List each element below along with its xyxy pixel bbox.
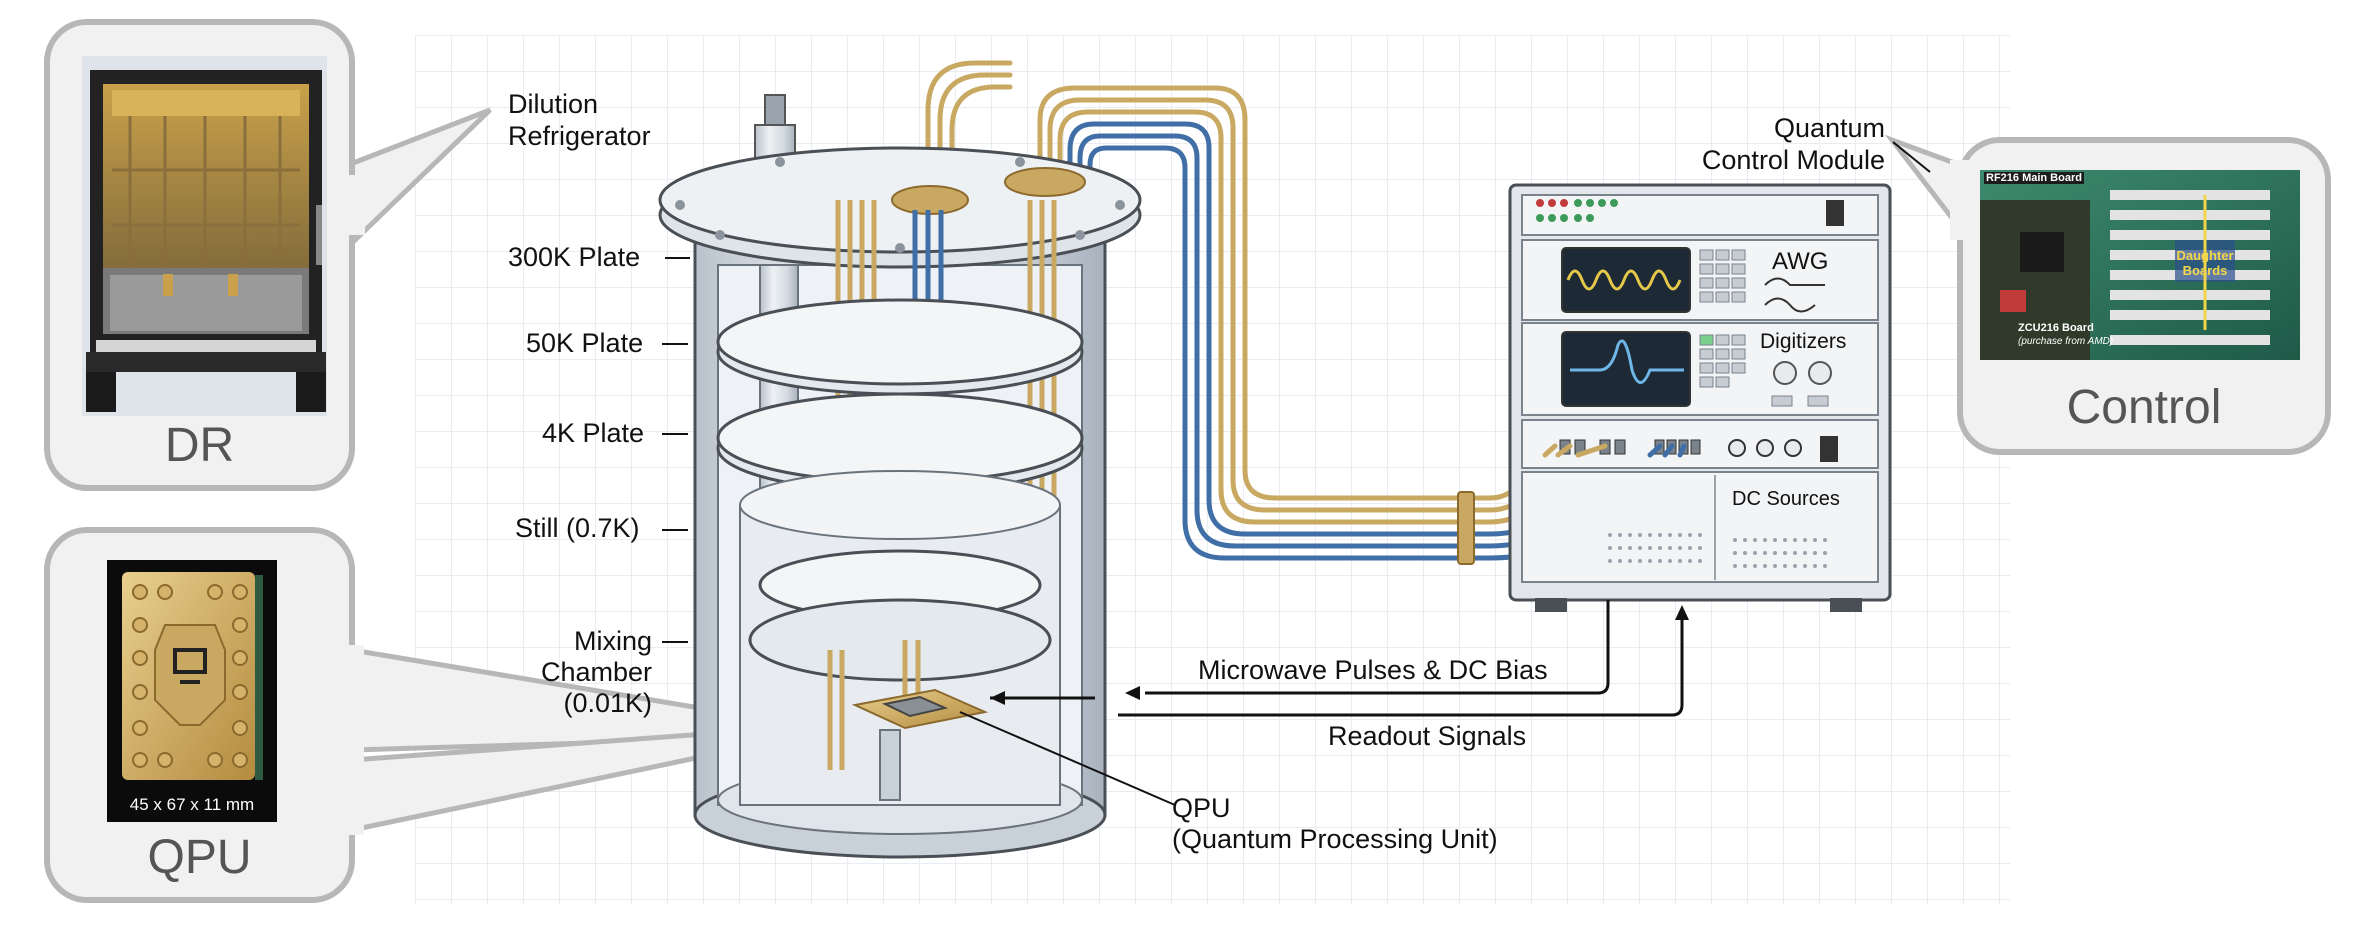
plate-4k-label: 4K Plate bbox=[542, 418, 645, 448]
board-zcu-note: (purchase from AMD) bbox=[2018, 336, 2114, 347]
qpu-label: QPU (Quantum Processing Unit) bbox=[1172, 793, 1498, 855]
awg-label: AWG bbox=[1772, 248, 1829, 275]
plate-300k-label: 300K Plate bbox=[508, 242, 641, 272]
dilution-refrigerator bbox=[658, 94, 1142, 859]
quantum-control-line1: Quantum bbox=[1773, 113, 1885, 143]
cable-bundle bbox=[925, 60, 1683, 565]
callout-dr bbox=[44, 19, 492, 491]
control-board-photo bbox=[1980, 170, 2300, 360]
callout-control bbox=[1884, 134, 2331, 455]
awg-waveform bbox=[1566, 269, 1682, 291]
dc-sources-label: DC Sources bbox=[1732, 488, 1840, 510]
board-main-label: RF216 Main Board bbox=[1984, 172, 2084, 184]
mixing-chamber-line1: Mixing bbox=[573, 626, 652, 656]
mixing-chamber-line3: (0.01K) bbox=[563, 688, 652, 718]
rack-cable-entries bbox=[1542, 443, 1687, 458]
still-label: Still (0.7K) bbox=[515, 513, 640, 543]
qpu-photo bbox=[107, 560, 277, 822]
callout-control-title: Control bbox=[2066, 381, 2222, 434]
qpu-dimension-label: 45 x 67 x 11 mm bbox=[129, 795, 255, 814]
daughter-boards-label: Daughter Boards bbox=[2176, 248, 2234, 278]
callout-qpu-title: QPU bbox=[147, 831, 252, 884]
readout-label: Readout Signals bbox=[1328, 721, 1527, 751]
microwave-label: Microwave Pulses & DC Bias bbox=[1198, 655, 1548, 685]
dilution-refrigerator-label-line1: Dilution Refrigerator bbox=[508, 89, 651, 151]
mixing-chamber-line2: Chamber bbox=[540, 657, 652, 687]
callout-dr-title: DR bbox=[164, 419, 235, 472]
qpu-label-line1: QPU bbox=[1172, 793, 1231, 823]
quantum-control-label: Quantum Control Module bbox=[1660, 112, 1885, 176]
digitizer-waveform bbox=[1570, 339, 1684, 384]
dilution-refrigerator-photo bbox=[82, 56, 327, 416]
readout-arrow bbox=[1118, 605, 1689, 717]
leader-lines bbox=[662, 141, 1931, 806]
quantum-control-line2: Control Module bbox=[1701, 145, 1885, 175]
dilution-refrigerator-label: Dilution Refrigerator bbox=[508, 88, 678, 152]
microwave-arrow bbox=[990, 600, 1610, 705]
mixing-chamber-label: Mixing Chamber (0.01K) bbox=[520, 626, 652, 719]
digitizers-label: Digitizers bbox=[1760, 330, 1847, 353]
qpu-label-line2: (Quantum Processing Unit) bbox=[1172, 824, 1498, 854]
board-zcu-label: ZCU216 Board (purchase from AMD) bbox=[2018, 322, 2113, 348]
board-zcu-name: ZCU216 Board bbox=[2018, 322, 2094, 334]
control-rack bbox=[1508, 183, 1892, 612]
plate-50k-label: 50K Plate bbox=[526, 328, 644, 358]
